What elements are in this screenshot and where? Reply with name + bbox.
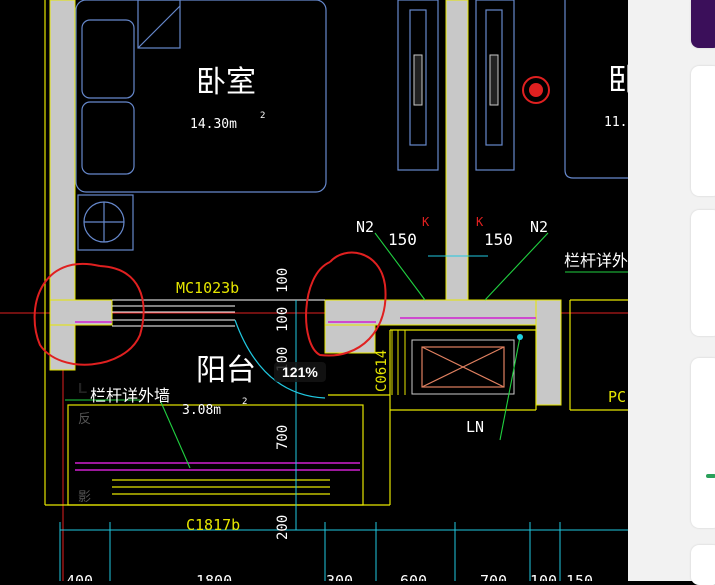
wall-left-stub — [49, 299, 113, 326]
railing-right-label: 栏杆详外墙 — [564, 251, 628, 270]
side-thumbnail-card[interactable] — [691, 0, 715, 48]
zoom-indicator: 121% — [274, 362, 326, 382]
side-card-progress — [706, 474, 715, 478]
side-card-title: L — [78, 380, 88, 397]
door-swing-arc — [234, 319, 326, 399]
side-card-3[interactable] — [691, 358, 715, 528]
dim-150-left: 150 — [388, 230, 417, 249]
shaft-box — [421, 346, 505, 388]
cad-drawing-canvas[interactable]: 卧室 14.30m 2 卧 11.6 阳台 3.08m 2 MC1023b C1… — [0, 0, 628, 581]
balcony-area-unit: 2 — [242, 397, 247, 407]
annotation-circle-right — [305, 251, 387, 357]
bedroom-left-area-unit: 2 — [260, 111, 265, 121]
bottom-dim-label: 150 — [566, 572, 593, 581]
pc-label: PC — [608, 388, 626, 406]
floor-plan-svg: 卧室 14.30m 2 卧 11.6 阳台 3.08m 2 MC1023b C1… — [0, 0, 628, 581]
bedside-lamp — [77, 194, 134, 251]
bottom-dim-label: 600 — [400, 572, 427, 581]
ln-label: LN — [466, 418, 484, 436]
window-top-label: MC1023b — [176, 279, 239, 297]
bottom-dim-label: 100 — [530, 572, 557, 581]
bottom-dim-label: 700 — [480, 572, 507, 581]
side-panel — [628, 0, 715, 585]
dim-v-200: 200 — [275, 515, 291, 540]
window-bottom-label: C1817b — [186, 516, 240, 534]
wall-mid-vertical — [445, 0, 469, 301]
bottom-dimension-labels: 400 1800 300 600 700 100 150 — [66, 572, 593, 581]
railing-left-label: 栏杆详外墙 — [90, 386, 170, 405]
bottom-dim-label: 1800 — [196, 572, 232, 581]
balcony-area: 3.08m — [182, 403, 221, 418]
dim-v-100-a: 100 — [275, 268, 291, 293]
ln-node — [517, 334, 523, 340]
wall-horizontal-right — [324, 299, 561, 326]
side-card-2[interactable] — [691, 210, 715, 336]
dimension-lines — [59, 255, 628, 581]
annotation-circle-left — [33, 263, 145, 366]
bedroom-left-area: 14.30m — [190, 117, 237, 132]
wall-outlines — [44, 0, 628, 506]
magenta-lines — [75, 317, 536, 471]
side-card-line-1: 反 — [78, 411, 92, 426]
walls — [49, 0, 562, 406]
wardrobe-panels — [413, 54, 499, 106]
balcony-label: 阳台 — [196, 353, 256, 388]
side-card-1[interactable] — [691, 66, 715, 196]
bottom-dim-label: 300 — [326, 572, 353, 581]
bottom-dim-label: 400 — [66, 572, 93, 581]
bedroom-right-label: 卧 — [608, 63, 628, 98]
window-side-label: C0614 — [374, 350, 390, 392]
dim-150-right: 150 — [484, 230, 513, 249]
wall-right-vertical — [535, 299, 562, 406]
bed — [75, 0, 327, 193]
n2-right: N2 — [530, 218, 548, 236]
window-side — [391, 330, 406, 395]
red-marker-dot — [529, 83, 543, 97]
leader-lines — [65, 232, 628, 469]
k-right: K — [476, 215, 484, 229]
balcony-frame — [67, 404, 364, 506]
k-left: K — [422, 215, 430, 229]
dim-v-700: 700 — [275, 425, 291, 450]
bedroom-right-area: 11.6 — [604, 115, 628, 130]
wardrobes — [397, 0, 628, 179]
red-marker-ring — [522, 76, 550, 104]
n2-left: N2 — [356, 218, 374, 236]
window-top — [112, 299, 325, 327]
side-card-line-2: 影 — [78, 489, 92, 504]
bedroom-left-label: 卧室 — [196, 65, 256, 100]
wall-door-jamb — [324, 324, 376, 354]
side-card-4[interactable] — [691, 545, 715, 585]
dim-v-100-b: 100 — [275, 307, 291, 332]
